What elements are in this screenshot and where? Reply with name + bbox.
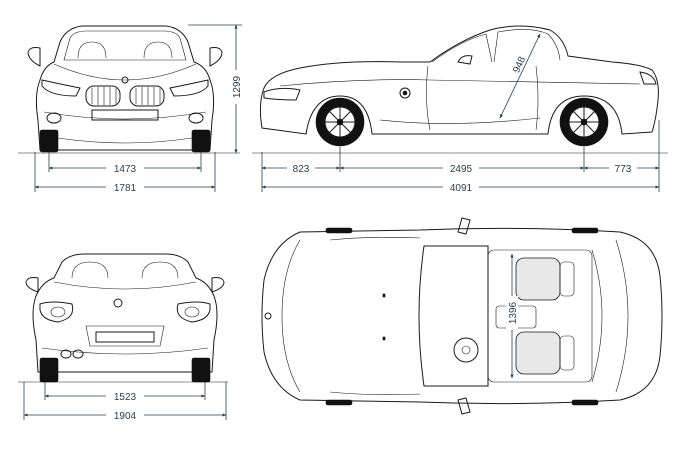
top-hood-front-line <box>281 239 301 393</box>
top-view: 1396 <box>261 217 663 415</box>
top-rear-wheel-left <box>571 227 599 234</box>
side-mirror <box>457 55 473 65</box>
rear-body-outline <box>32 253 218 373</box>
front-body-outline <box>35 25 215 151</box>
front-foglight-right <box>188 112 204 124</box>
front-badge-icon <box>121 76 129 84</box>
side-rear-wheel <box>559 97 609 147</box>
front-tire-left <box>39 129 59 153</box>
rear-exhaust-left <box>60 349 72 359</box>
front-height-label: 1299 <box>232 75 243 98</box>
rear-mirror-left <box>25 277 39 293</box>
top-body-outline <box>261 227 663 405</box>
rear-bumper-line <box>41 347 209 355</box>
side-front-wheel <box>315 97 365 147</box>
top-mirror-left <box>457 217 471 235</box>
top-front-wheel-left <box>325 227 353 234</box>
side-overall-length-label: 4091 <box>450 183 473 194</box>
front-hood-line <box>53 63 197 81</box>
side-front-overhang-label: 823 <box>293 164 310 175</box>
front-seat-right <box>143 41 173 59</box>
side-door-front-edge <box>426 65 431 131</box>
side-rear-overhang-label: 773 <box>615 164 632 175</box>
front-kidney-grille-left <box>85 85 121 107</box>
front-bumper-line <box>43 111 207 120</box>
rear-tire-right <box>191 357 211 383</box>
side-vent-badge-icon <box>399 87 411 99</box>
rear-rollbar-right <box>141 261 179 279</box>
rear-mirror-right <box>211 277 225 293</box>
top-hood-lower-line <box>329 391 421 395</box>
top-trunk-line <box>615 239 629 393</box>
side-wheelbase-label: 2495 <box>450 164 473 175</box>
front-mirror-left <box>27 47 41 67</box>
side-door-rear-edge <box>535 65 539 131</box>
front-seat-left <box>77 41 107 59</box>
top-mirror-right <box>457 397 471 415</box>
front-headlight-left <box>41 79 81 97</box>
top-windshield <box>418 245 489 387</box>
front-kidney-grille-right <box>129 85 165 107</box>
side-interior-height-label: 948 <box>511 55 528 75</box>
rear-tire-left <box>39 357 59 383</box>
front-foglight-left <box>46 112 62 124</box>
rear-width-with-mirrors-label: 1904 <box>114 411 137 422</box>
rear-taillight-left <box>39 301 74 323</box>
side-body-outline <box>259 25 659 135</box>
rear-track-width-label: 1523 <box>114 392 137 403</box>
front-tire-right <box>191 129 211 153</box>
front-overall-width-label: 1781 <box>114 183 137 194</box>
side-character-line <box>279 79 641 87</box>
top-front-wheel-right <box>325 399 353 406</box>
rear-badge-icon <box>113 298 123 308</box>
front-windshield <box>63 30 187 61</box>
rear-exhaust-right <box>72 349 84 359</box>
side-interior-height-line <box>499 33 541 119</box>
front-grille-slats <box>91 87 161 105</box>
top-cabin <box>487 249 593 383</box>
rear-license-plate <box>95 331 155 343</box>
front-underbody-line <box>57 137 193 144</box>
top-steering-wheel <box>453 337 479 363</box>
rear-deck-line <box>53 281 197 290</box>
side-window-front <box>431 33 493 63</box>
top-badge-icon <box>264 312 272 320</box>
front-mirror-right <box>209 47 223 67</box>
side-sill-line <box>379 117 541 124</box>
rear-view: 1523 1904 <box>18 253 228 422</box>
side-headlight <box>263 87 301 101</box>
rear-rollbar-left <box>71 261 109 279</box>
rear-plate-recess <box>85 325 165 347</box>
front-view: 1473 1781 1299 <box>18 24 243 194</box>
side-taillight <box>639 71 657 85</box>
top-hood-upper-line <box>329 237 421 241</box>
front-license-plate <box>91 109 159 121</box>
side-soft-top <box>493 29 561 63</box>
front-headlight-right <box>169 79 209 97</box>
front-track-width-label: 1473 <box>114 164 137 175</box>
top-interior-width-label: 1396 <box>508 301 519 324</box>
top-seat-left <box>515 257 575 301</box>
top-seat-right <box>515 331 575 375</box>
top-rear-wheel-right <box>571 399 599 406</box>
side-view: 948 823 2495 773 4091 <box>252 25 668 194</box>
top-rear-deck-line <box>591 249 603 383</box>
rear-taillight-right <box>176 301 211 323</box>
